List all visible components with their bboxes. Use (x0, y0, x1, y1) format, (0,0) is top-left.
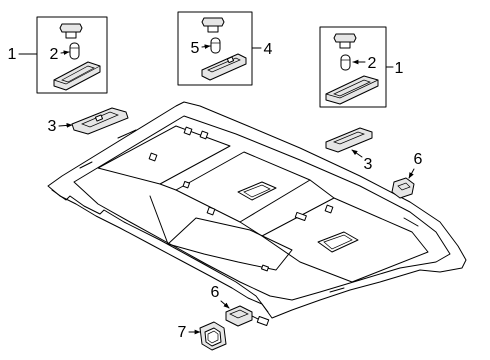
right-box-bulb (340, 54, 351, 71)
clip-recess-5 (206, 206, 216, 216)
right-box-lamp (325, 75, 379, 105)
headliner (47, 101, 467, 319)
clip-recess-2 (199, 130, 209, 140)
handle-slot-left-2 (79, 161, 93, 169)
callout-bottom-part-upper: 6 (211, 284, 220, 301)
headliner-panel-middle (167, 217, 293, 271)
headliner-seam-4 (309, 179, 335, 199)
clip-recess-7 (324, 204, 334, 214)
center-box-lamp (201, 53, 247, 81)
callout-center-box-bulb: 5 (191, 40, 200, 57)
right-map-lamp (325, 127, 373, 153)
center-parts-box (177, 11, 253, 86)
clip-recess-1 (183, 126, 193, 136)
clip-recess-4 (182, 180, 191, 189)
center-box-socket (201, 17, 225, 33)
headliner-front-lip (51, 189, 269, 313)
headliner-seam-3 (149, 195, 169, 245)
callout-bottom-part-lower: 7 (178, 324, 187, 341)
callout-center-box-assembly: 4 (264, 41, 273, 58)
callout-right-box-assembly: 1 (395, 60, 404, 77)
dome-lamp-opening-rear-inner (323, 234, 353, 250)
callout-left-lamp: 3 (48, 118, 57, 135)
leader-left-lamp (58, 123, 73, 128)
headliner-inner-panel (73, 115, 451, 301)
clip-recess-3 (148, 152, 158, 162)
leader-bottom-part-upper (220, 300, 230, 309)
callout-right-small-part: 6 (414, 151, 423, 168)
headliner-seam-1 (159, 183, 177, 191)
left-box-frame (36, 16, 108, 94)
handle-slot-left (117, 129, 137, 139)
clip-recess-6 (294, 211, 307, 222)
clip-recess-8 (260, 264, 270, 272)
bottom-lamp-with-connector (225, 305, 270, 327)
leader-center-box-bulb (201, 44, 211, 50)
headliner-panel-front-left (97, 125, 231, 185)
right-small-lamp (391, 177, 415, 199)
right-parts-box (319, 26, 387, 108)
callout-left-box-bulb: 2 (50, 46, 59, 63)
headliner-outline (47, 101, 467, 319)
handle-slot-bottom (329, 287, 345, 293)
handle-slot-rear (403, 217, 419, 227)
right-box-socket (333, 33, 357, 49)
leader-right-small-part (408, 168, 415, 179)
callout-right-lamp: 3 (364, 156, 373, 173)
left-map-lamp (71, 107, 129, 135)
left-box-bulb (69, 42, 80, 60)
bottom-lamp-bezel (199, 321, 227, 351)
callout-left-box-assembly: 1 (8, 46, 17, 63)
leader-left-box-bulb (60, 50, 70, 56)
leader-right-lamp (351, 149, 363, 158)
dome-lamp-opening-front (237, 181, 277, 201)
callout-right-box-bulb: 2 (368, 55, 377, 72)
dome-lamp-opening-rear (317, 231, 359, 253)
headliner-seam-2 (239, 221, 263, 237)
center-box-bulb (210, 37, 221, 54)
dome-lamp-opening-front-inner (243, 184, 271, 198)
left-box-lamp (53, 61, 101, 91)
left-parts-box (36, 16, 108, 94)
left-box-socket (59, 23, 83, 39)
